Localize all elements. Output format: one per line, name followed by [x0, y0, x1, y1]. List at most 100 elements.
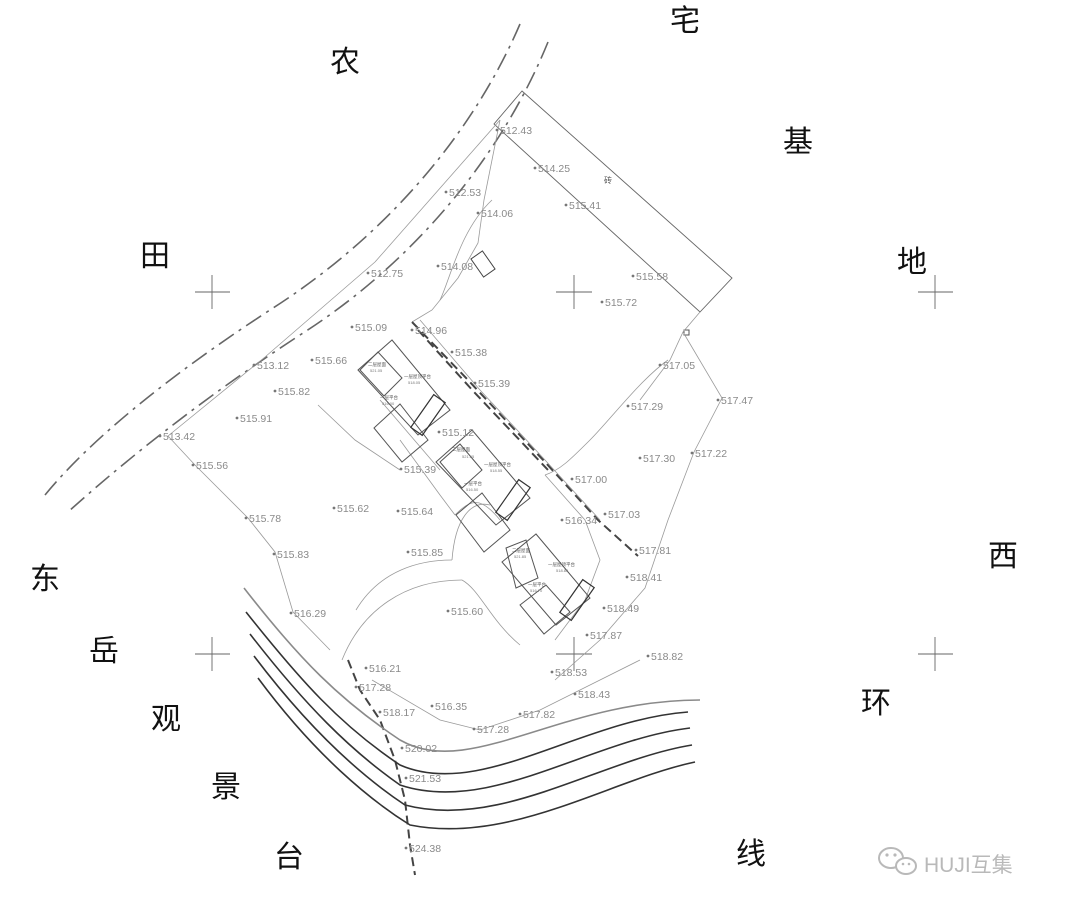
elevation-dot — [332, 506, 336, 510]
elevation-dot — [533, 166, 537, 170]
elevation-label: 512.43 — [500, 125, 532, 137]
elevation-label: 517.30 — [643, 453, 675, 465]
elevation-dot — [626, 404, 630, 408]
elevation-label: 515.39 — [404, 464, 436, 476]
unit-a-deck-label: 一层屋顶平台 — [404, 373, 431, 380]
elevation-label: 517.03 — [608, 509, 640, 521]
elevation-label: 515.38 — [455, 347, 487, 359]
unit-c-deck-elev: 518.85 — [556, 568, 569, 573]
elevation-dot — [399, 467, 403, 471]
elevation-label: 524.38 — [409, 843, 441, 855]
elevation-dot — [378, 710, 382, 714]
elevation-dot — [404, 776, 408, 780]
elevation-dot — [476, 211, 480, 215]
crosshair-mark — [918, 275, 953, 309]
building-unit-b: 二层屋面 521.55 一层屋顶平台 518.55 一层平台 516.50 — [435, 429, 532, 553]
crosshair-mark — [556, 637, 592, 671]
elevation-dot — [690, 451, 694, 455]
elevation-label: 515.62 — [337, 503, 369, 515]
elevation-dot — [560, 518, 564, 522]
elevation-dot — [603, 512, 607, 516]
elevation-dot — [625, 575, 629, 579]
crosshair-mark — [195, 275, 230, 309]
elevation-label: 517.82 — [523, 709, 555, 721]
elevation-label: 518.43 — [578, 689, 610, 701]
elevation-dot — [410, 328, 414, 332]
brick-strip-label: 砖 — [604, 175, 612, 185]
farmland-char: 农 — [330, 45, 360, 80]
elevation-dot — [252, 363, 256, 367]
unit-c-upper-label: 二层屋面 — [512, 548, 530, 554]
elevation-label: 517.29 — [631, 401, 663, 413]
elevation-dot — [289, 611, 293, 615]
unit-a-deck-elev: 518.05 — [408, 380, 421, 385]
elevation-dot — [518, 712, 522, 716]
elevation-dot — [600, 300, 604, 304]
elevation-label: 512.75 — [371, 268, 403, 280]
unit-c-ground-label: 一层平台 — [528, 581, 546, 588]
elevation-dot — [436, 264, 440, 268]
building-unit-a: 二层屋面 521.05 一层屋顶平台 518.05 一层平台 516.00 — [357, 339, 451, 463]
crosshair-mark — [556, 275, 592, 309]
elevation-label: 515.58 — [636, 271, 668, 283]
elevation-dot — [364, 666, 368, 670]
unit-b-upper-label: 二层屋面 — [452, 447, 470, 453]
building-unit-c: 二层屋面 521.85 一层屋顶平台 518.85 一层平台 516.70 — [501, 533, 596, 635]
elevation-label: 517.87 — [590, 630, 622, 642]
survey-crosshairs — [195, 275, 953, 671]
elevation-label: 513.12 — [257, 360, 289, 372]
elevation-label: 515.12 — [442, 427, 474, 439]
elevation-dot — [585, 633, 589, 637]
unit-a-upper-label: 二层屋面 — [368, 362, 386, 368]
elevation-dot — [472, 727, 476, 731]
road-edges — [44, 23, 549, 513]
elevation-label: 518.82 — [651, 651, 683, 663]
elevation-label: 515.83 — [277, 549, 309, 561]
elevation-label: 515.56 — [196, 460, 228, 472]
elevation-dot — [273, 389, 277, 393]
elevation-dot — [235, 416, 239, 420]
elevation-label: 517.05 — [663, 360, 695, 372]
unit-c-deck-label: 一层屋顶平台 — [548, 561, 575, 568]
elevation-label: 516.35 — [435, 701, 467, 713]
elevation-dot — [272, 552, 276, 556]
elevation-label: 518.17 — [383, 707, 415, 719]
elevation-label: 514.06 — [481, 208, 513, 220]
elevation-dot — [550, 670, 554, 674]
elevation-dot — [631, 274, 635, 278]
elevation-dot — [658, 363, 662, 367]
elevation-label: 517.47 — [721, 395, 753, 407]
elevation-dot — [310, 358, 314, 362]
watermark-text: HUJI互集 — [924, 854, 1013, 877]
farmland-label: 农 田 — [140, 45, 360, 274]
lookout-char: 观 — [151, 702, 181, 737]
contour-lines — [243, 587, 701, 830]
ring-line-char: 线 — [736, 837, 766, 872]
elevation-dot — [495, 128, 499, 132]
elevation-points: 512.43514.25515.41512.53514.06514.08512.… — [158, 125, 753, 855]
site-boundary — [167, 119, 723, 731]
unit-c-ground-elev: 516.70 — [530, 588, 543, 593]
elevation-label: 516.29 — [294, 608, 326, 620]
elevation-dot — [634, 548, 638, 552]
elevation-label: 521.53 — [409, 773, 441, 785]
ring-line-char: 西 — [988, 539, 1018, 574]
elevation-dot — [564, 203, 568, 207]
elevation-dot — [602, 606, 606, 610]
elevation-label: 515.09 — [355, 322, 387, 334]
elevation-label: 520.02 — [405, 743, 437, 755]
elevation-dot — [638, 456, 642, 460]
elevation-label: 517.22 — [695, 448, 727, 460]
elevation-label: 518.53 — [555, 667, 587, 679]
homestead-char: 基 — [783, 125, 813, 160]
lookout-char: 景 — [211, 770, 241, 805]
watermark: HUJI互集 — [878, 847, 1013, 877]
elevation-dot — [430, 704, 434, 708]
elevation-label: 516.21 — [369, 663, 401, 675]
homestead-char: 地 — [897, 245, 927, 280]
elevation-dot — [404, 846, 408, 850]
elevation-label: 517.28 — [477, 724, 509, 736]
elevation-label: 515.64 — [401, 506, 433, 518]
wechat-icon — [878, 847, 917, 875]
